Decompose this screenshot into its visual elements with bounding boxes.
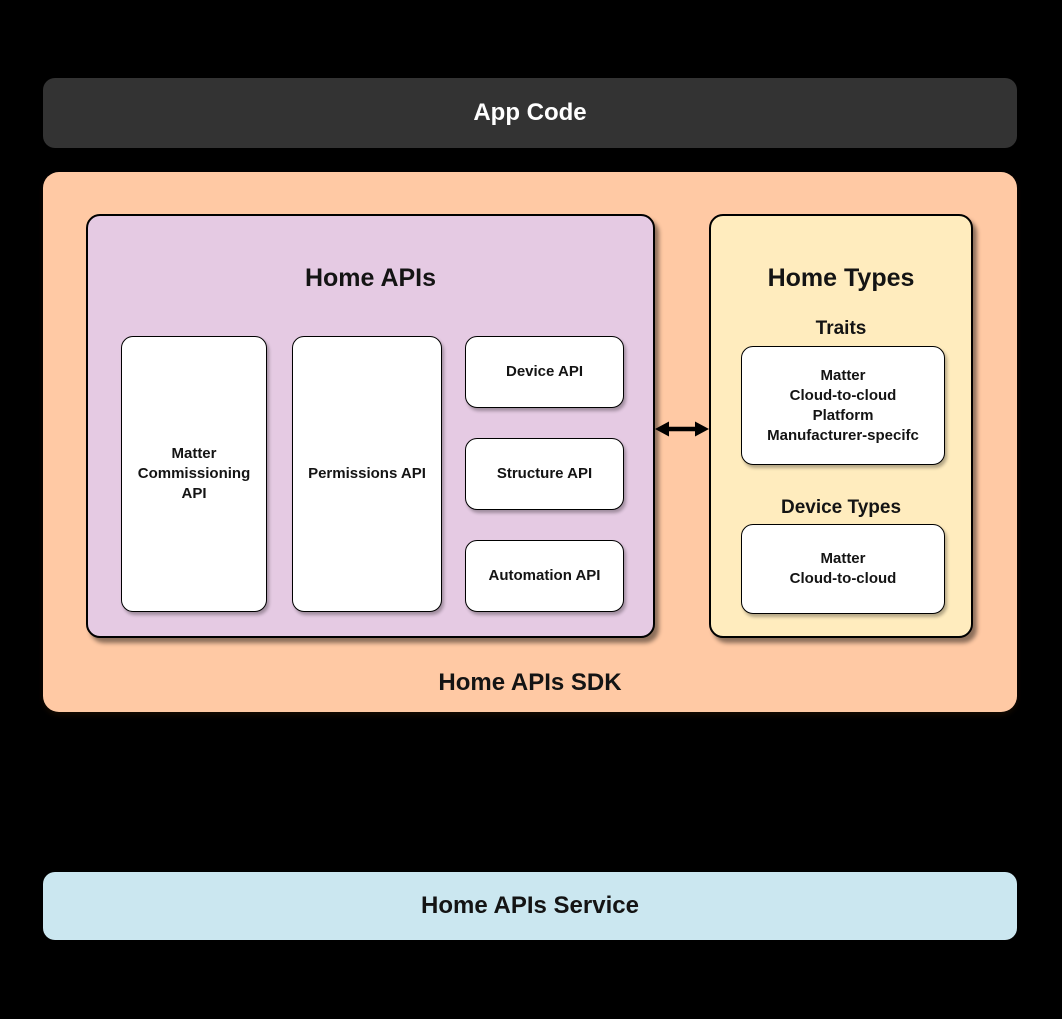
home-apis-service-bar: Home APIs Service <box>43 872 1017 940</box>
permissions-api-label: Permissions API <box>308 465 426 482</box>
app-code-bar: App Code <box>43 78 1017 148</box>
home-apis-title: Home APIs <box>304 264 437 292</box>
matter-commissioning-api-card: Matter Commissioning API <box>121 336 267 612</box>
home-apis-sdk-label: Home APIs SDK <box>438 669 622 696</box>
permissions-api-card: Permissions API <box>292 336 442 612</box>
traits-heading: Traits <box>815 318 867 339</box>
home-apis-sdk-container: Home APIs Matter Commissioning API Permi… <box>43 172 1017 712</box>
device-types-heading: Device Types <box>780 497 902 518</box>
app-code-label: App Code <box>473 99 587 126</box>
structure-api-card: Structure API <box>465 438 624 510</box>
automation-api-card: Automation API <box>465 540 624 612</box>
bidirectional-arrow-icon <box>655 420 709 438</box>
traits-item: Matter <box>820 366 866 384</box>
home-types-panel: Home Types Traits Matter Cloud-to-cloud … <box>709 214 973 638</box>
device-types-item: Matter <box>820 550 866 567</box>
home-types-title: Home Types <box>767 264 915 292</box>
traits-card: Matter Cloud-to-cloud Platform Manufactu… <box>741 346 945 465</box>
api-card-stack: Device API Structure API Automation API <box>465 336 624 612</box>
device-types-item: Cloud-to-cloud <box>789 570 897 587</box>
traits-item: Platform <box>812 406 874 424</box>
traits-item: Manufacturer-specifc <box>767 426 919 444</box>
automation-api-label: Automation API <box>488 567 601 584</box>
device-api-label: Device API <box>506 363 583 380</box>
matter-commissioning-api-label: Matter Commissioning API <box>137 445 251 502</box>
traits-item: Cloud-to-cloud <box>789 386 897 404</box>
home-apis-panel: Home APIs Matter Commissioning API Permi… <box>86 214 655 638</box>
device-api-card: Device API <box>465 336 624 408</box>
device-types-card: Matter Cloud-to-cloud <box>741 524 945 614</box>
home-apis-service-label: Home APIs Service <box>421 892 639 919</box>
structure-api-label: Structure API <box>496 465 593 482</box>
